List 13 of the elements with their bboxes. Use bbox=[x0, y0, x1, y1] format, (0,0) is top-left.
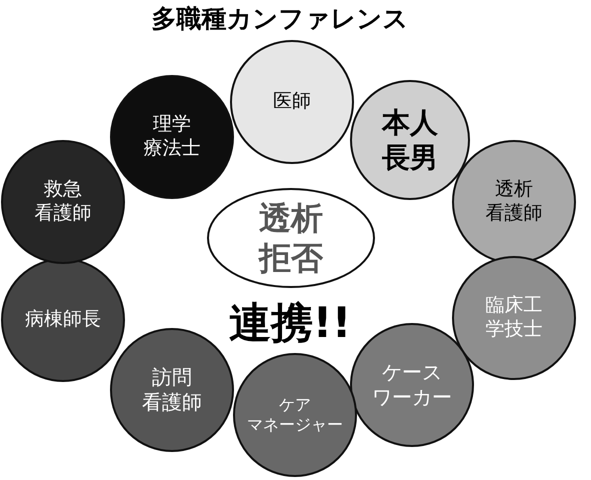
role-label: ケースワーカー bbox=[372, 360, 452, 410]
role-label: 本人長男 bbox=[382, 105, 438, 175]
role-label: 医師 bbox=[273, 90, 311, 114]
role-label: 救急看護師 bbox=[34, 178, 92, 226]
topic-label: 透析拒否 bbox=[259, 198, 323, 278]
role-label: 病棟師長 bbox=[25, 308, 101, 332]
role-label: ケアマネージャー bbox=[247, 395, 343, 435]
role-label: 理学療法士 bbox=[144, 113, 200, 161]
slogan-text: 連携!! bbox=[228, 297, 352, 349]
role-label: 訪問看護師 bbox=[142, 365, 202, 415]
role-label: 臨床工学技士 bbox=[486, 294, 542, 342]
title: 多職種カンファレンス bbox=[150, 3, 410, 35]
role-label: 透析看護師 bbox=[486, 178, 542, 226]
